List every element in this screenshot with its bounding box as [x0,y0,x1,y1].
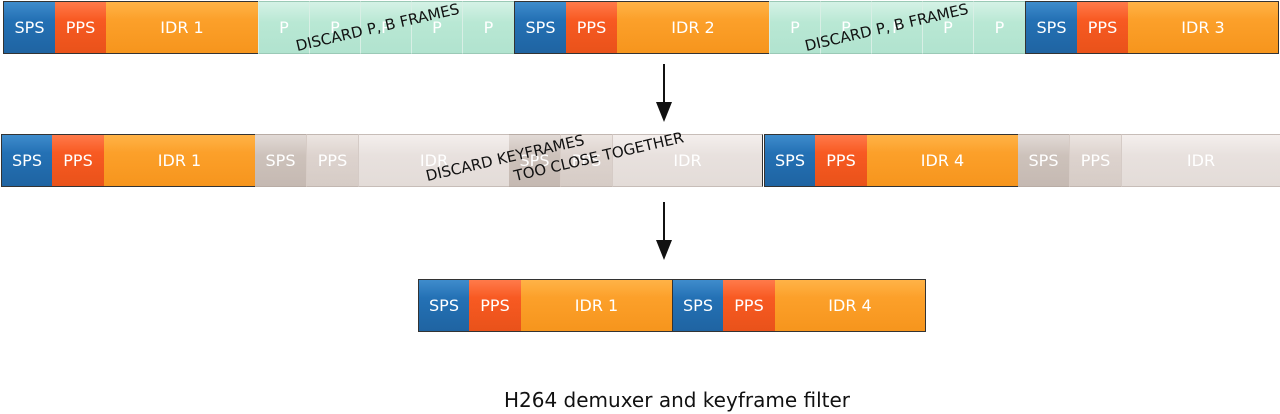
frame-sps: SPS [3,1,55,54]
frame-sps-discarded: SPS [509,134,560,187]
frame-idr: IDR 3 [1128,1,1279,54]
frame-sps: SPS [672,279,723,332]
frame-pps-discarded: PPS [560,134,612,187]
down-arrow-icon [656,202,672,260]
frame-idr: IDR 1 [104,134,255,187]
frame-sps-discarded: SPS [255,134,306,187]
frame-idr: IDR 4 [775,279,926,332]
frame-sps: SPS [418,279,469,332]
frame-p: P [769,1,820,54]
frame-p: P [411,1,462,54]
stream-row-keyframes: SPS PPS IDR 1 SPS PPS IDR SPS PPS IDR SP… [1,134,1280,187]
frame-idr: IDR 4 [867,134,1018,187]
frame-pps-discarded: PPS [306,134,358,187]
frame-pps: PPS [815,134,867,187]
frame-sps: SPS [514,1,566,54]
frame-pps: PPS [469,279,521,332]
frame-idr-discarded: IDR [358,134,509,187]
frame-pps: PPS [1077,1,1128,54]
frame-sps-discarded: SPS [1018,134,1069,187]
frame-sps: SPS [764,134,815,187]
frame-pps: PPS [723,279,775,332]
frame-p: P [871,1,922,54]
frame-pps: PPS [55,1,106,54]
frame-sps: SPS [1,134,52,187]
stream-row-output: SPS PPS IDR 1 SPS PPS IDR 4 [418,279,926,332]
frame-idr: IDR 1 [521,279,672,332]
frame-idr: IDR 1 [106,1,258,54]
frame-p: P [973,1,1025,54]
frame-p: P [462,1,514,54]
frame-p: P [309,1,360,54]
frame-idr-discarded: IDR [612,134,763,187]
frame-pps-discarded: PPS [1069,134,1121,187]
frame-p: P [258,1,309,54]
down-arrow-icon [656,64,672,122]
stream-row-input: SPS PPS IDR 1 P P P P P SPS PPS IDR 2 P … [3,1,1280,54]
frame-sps: SPS [1025,1,1077,54]
frame-p: P [922,1,973,54]
frame-idr-discarded: IDR [1121,134,1280,187]
frame-pps: PPS [566,1,617,54]
frame-p: P [360,1,411,54]
frame-pps: PPS [52,134,104,187]
diagram-caption: H264 demuxer and keyframe filter [503,388,850,412]
frame-idr: IDR 2 [617,1,769,54]
frame-p: P [820,1,871,54]
